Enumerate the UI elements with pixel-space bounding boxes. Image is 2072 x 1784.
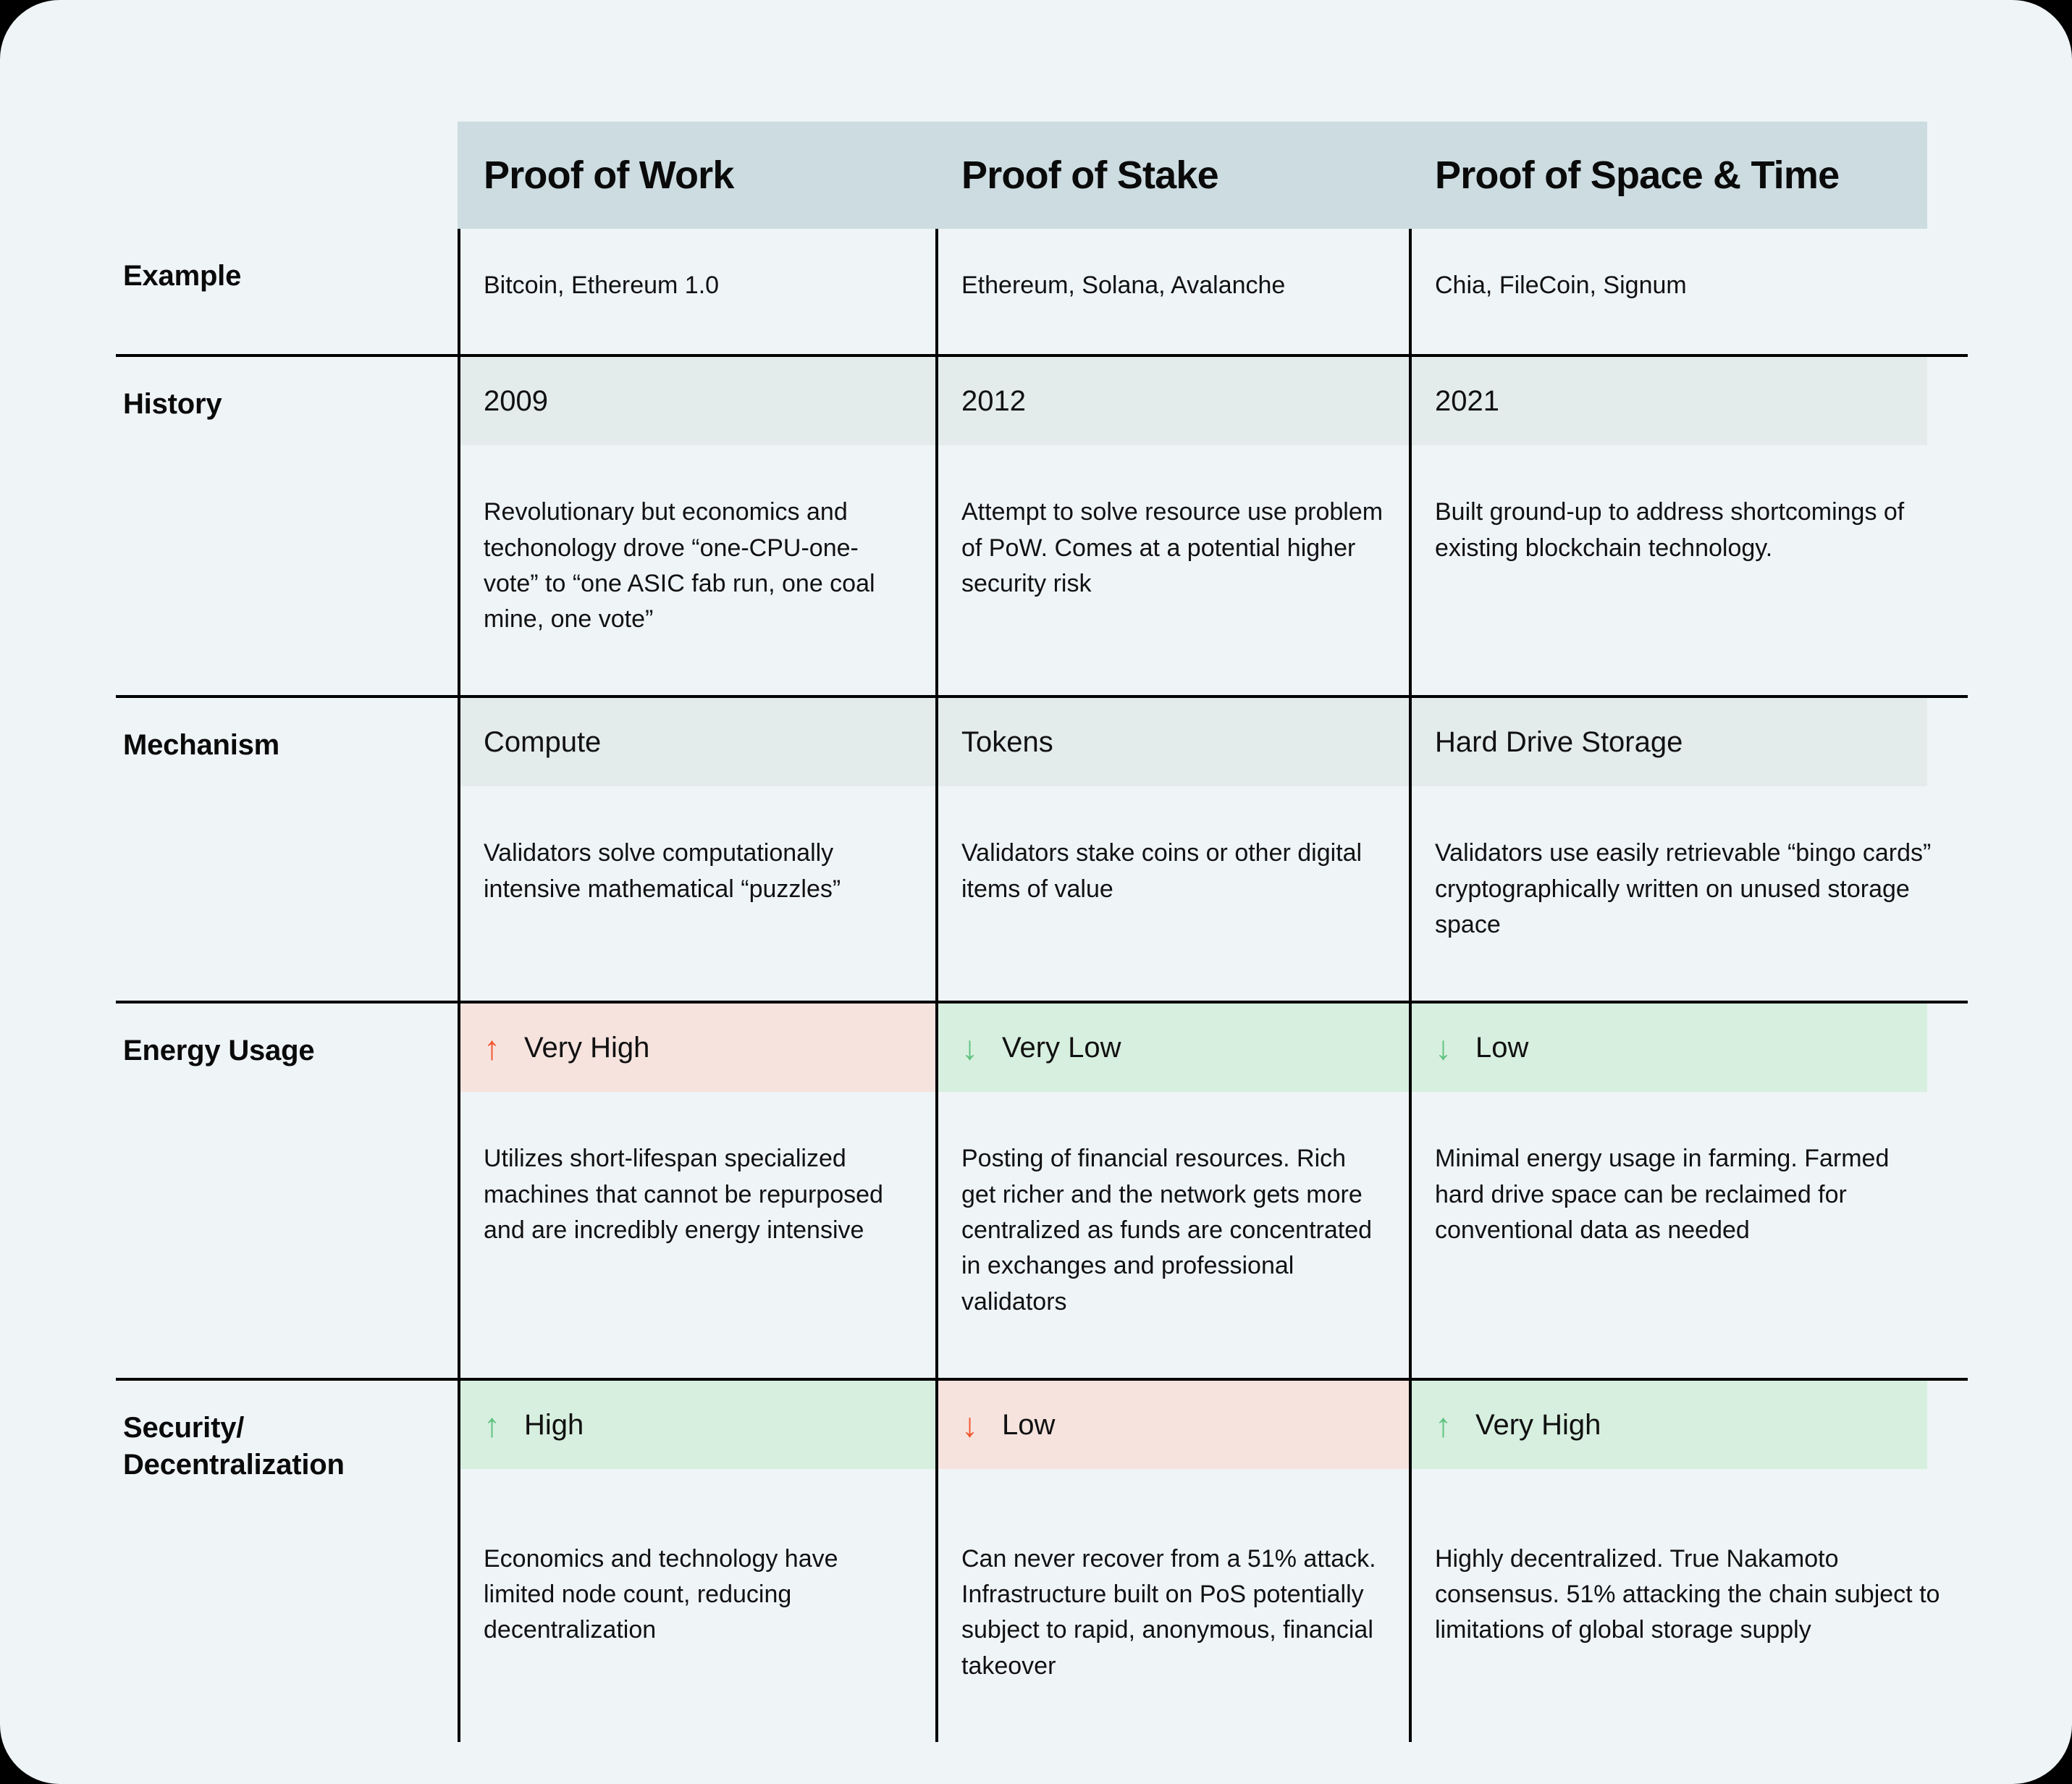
cell-text: Utilizes short-lifespan specialized mach… — [484, 1145, 883, 1244]
row-divider — [116, 1377, 1968, 1381]
rating-band: ↑ High — [458, 1380, 935, 1469]
cell-mechanism-pos: Tokens Validators stake coins or other d… — [935, 698, 1409, 1001]
rating-band: ↓ Low — [935, 1380, 1409, 1469]
row-divider — [116, 695, 1968, 699]
cell-history-pos: 2012 Attempt to solve resource use probl… — [935, 357, 1409, 696]
cell-example-pow: Bitcoin, Ethereum 1.0 — [458, 229, 935, 355]
rating-value: Very Low — [1002, 1032, 1121, 1064]
rating-band: ↓ Very Low — [935, 1004, 1409, 1093]
summary-value: Compute — [484, 726, 602, 759]
cell-text: Attempt to solve resource use problem of… — [961, 498, 1384, 597]
rating-value: Very High — [1475, 1408, 1601, 1441]
summary-value: Tokens — [961, 726, 1053, 759]
row-label-text-mechanism: Mechanism — [123, 729, 280, 762]
column-title-1: Proof of Work — [484, 153, 734, 197]
rating-value: Low — [1002, 1408, 1056, 1441]
rating-band: ↑ Very High — [1409, 1380, 1927, 1469]
summary-band: 2009 — [458, 357, 935, 446]
arrow-down-icon: ↓ — [961, 1029, 978, 1067]
table-row-history: History 2009 Revolutionary but economics… — [116, 357, 1968, 696]
row-label-text-example: Example — [123, 260, 242, 292]
summary-band: 2021 — [1409, 357, 1927, 446]
cell-text: Posting of financial resources. Rich get… — [961, 1145, 1373, 1316]
row-label-text-energy-usage: Energy Usage — [123, 1035, 315, 1067]
row-label-history: History — [116, 357, 458, 695]
cell-energy-post: ↓ Low Minimal energy usage in farming. F… — [1409, 1004, 1968, 1379]
rating-value: Low — [1475, 1032, 1529, 1064]
summary-band: 2012 — [935, 357, 1409, 446]
table-header-row: Proof of Work Proof of Stake Proof of Sp… — [116, 122, 1968, 229]
table-row-mechanism: Mechanism Compute Validators solve compu… — [116, 698, 1968, 1001]
summary-value: 2012 — [961, 385, 1026, 418]
row-label-example: Example — [116, 229, 458, 354]
table-row-security-decentralization: Security/ Decentralization ↑ High Econom… — [116, 1380, 1968, 1743]
cell-text: Revolutionary but economics and techonol… — [484, 498, 875, 634]
rating-value: High — [524, 1408, 584, 1441]
rating-value: Very High — [524, 1032, 650, 1064]
cell-energy-pow: ↑ Very High Utilizes short-lifespan spec… — [458, 1004, 935, 1379]
row-label-mechanism: Mechanism — [116, 698, 458, 1001]
cell-example-pos: Ethereum, Solana, Avalanche — [935, 229, 1409, 355]
summary-band: Compute — [458, 698, 935, 787]
cell-mechanism-post: Hard Drive Storage Validators use easily… — [1409, 698, 1968, 1001]
header-band-2: Proof of Stake — [935, 122, 1409, 229]
consensus-comparison-table: Proof of Work Proof of Stake Proof of Sp… — [116, 122, 1968, 1743]
cell-history-pow: 2009 Revolutionary but economics and tec… — [458, 357, 935, 696]
row-label-text-history: History — [123, 388, 222, 421]
row-label-text-security: Security/ Decentralization — [123, 1411, 345, 1481]
summary-value: 2009 — [484, 385, 548, 418]
summary-band: Tokens — [935, 698, 1409, 787]
cell-mechanism-pow: Compute Validators solve computationally… — [458, 698, 935, 1001]
row-divider — [116, 354, 1968, 358]
cell-text: Validators stake coins or other digital … — [961, 839, 1363, 903]
row-label-energy-usage: Energy Usage — [116, 1004, 458, 1377]
cell-text: Validators solve computationally intensi… — [484, 839, 841, 903]
arrow-down-icon: ↓ — [1435, 1029, 1452, 1067]
rating-band: ↓ Low — [1409, 1004, 1927, 1093]
table-row-energy-usage: Energy Usage ↑ Very High Utilizes short-… — [116, 1004, 1968, 1379]
column-header-proof-of-work: Proof of Work — [458, 122, 935, 229]
column-title-2: Proof of Stake — [961, 153, 1219, 197]
column-header-proof-of-space-time: Proof of Space & Time — [1409, 122, 1968, 229]
header-band-3: Proof of Space & Time — [1409, 122, 1927, 229]
cell-text: Economics and technology have limited no… — [484, 1544, 838, 1644]
arrow-up-icon: ↑ — [1435, 1405, 1452, 1444]
row-divider — [116, 1001, 1968, 1004]
cell-history-post: 2021 Built ground-up to address shortcom… — [1409, 357, 1968, 696]
summary-band: Hard Drive Storage — [1409, 698, 1927, 787]
header-corner-cell — [116, 122, 458, 229]
cell-example-post: Chia, FileCoin, Signum — [1409, 229, 1968, 355]
cell-text: Validators use easily retrievable “bingo… — [1435, 839, 1932, 939]
cell-security-post: ↑ Very High Highly decentralized. True N… — [1409, 1380, 1968, 1743]
column-header-proof-of-stake: Proof of Stake — [935, 122, 1409, 229]
rating-band: ↑ Very High — [458, 1004, 935, 1093]
column-title-3: Proof of Space & Time — [1435, 153, 1840, 197]
row-label-security: Security/ Decentralization — [116, 1381, 458, 1742]
arrow-down-icon: ↓ — [961, 1405, 978, 1444]
cell-security-pos: ↓ Low Can never recover from a 51% attac… — [935, 1380, 1409, 1743]
cell-text: Built ground-up to address shortcomings … — [1435, 498, 1905, 562]
summary-value: Hard Drive Storage — [1435, 726, 1683, 759]
cell-text: Can never recover from a 51% attack. Inf… — [961, 1544, 1376, 1680]
arrow-up-icon: ↑ — [484, 1029, 500, 1067]
header-band-1: Proof of Work — [458, 122, 935, 229]
cell-energy-pos: ↓ Very Low Posting of financial resource… — [935, 1004, 1409, 1379]
cell-text: Chia, FileCoin, Signum — [1435, 272, 1687, 299]
cell-text: Ethereum, Solana, Avalanche — [961, 272, 1286, 299]
cell-text: Minimal energy usage in farming. Farmed … — [1435, 1145, 1890, 1244]
arrow-up-icon: ↑ — [484, 1405, 500, 1444]
cell-security-pow: ↑ High Economics and technology have lim… — [458, 1380, 935, 1743]
summary-value: 2021 — [1435, 385, 1499, 418]
table-row-example: Example Bitcoin, Ethereum 1.0 Ethereum, … — [116, 229, 1968, 355]
cell-text: Highly decentralized. True Nakamoto cons… — [1435, 1544, 1940, 1644]
cell-text: Bitcoin, Ethereum 1.0 — [484, 272, 720, 299]
